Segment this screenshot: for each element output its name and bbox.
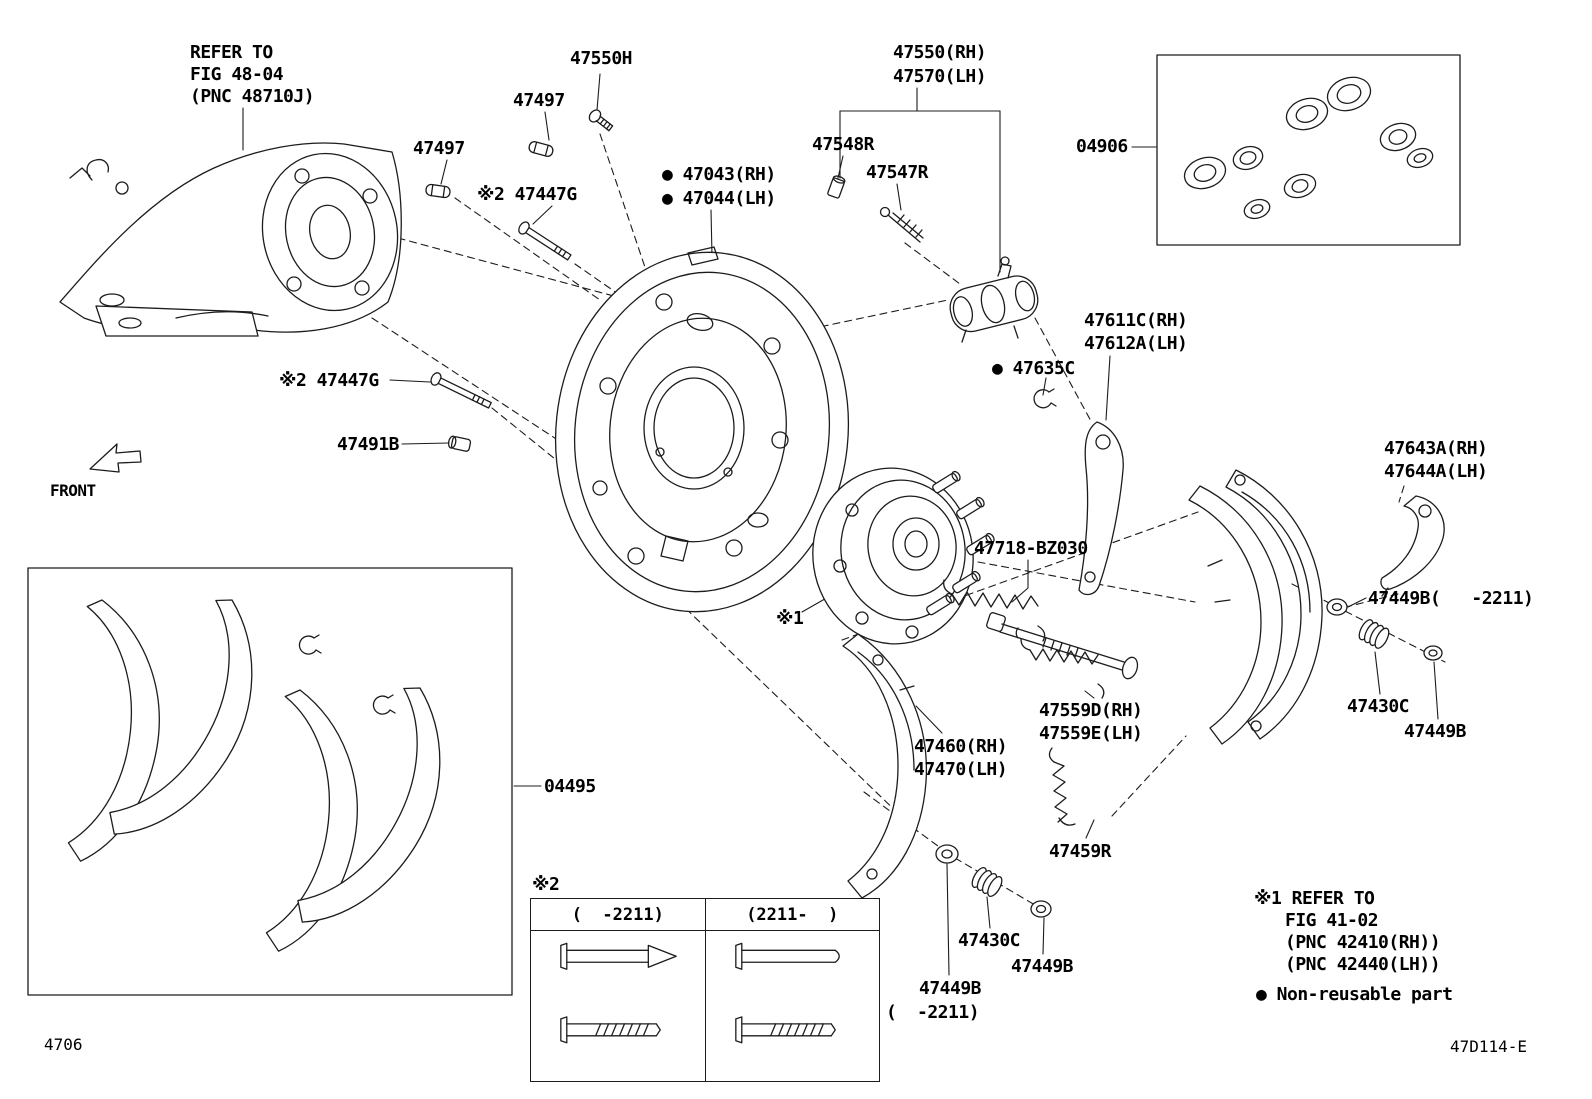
- bolt-variant-table: ( -2211) (2211- ): [530, 898, 880, 1082]
- bolt-table-body: [531, 931, 879, 1081]
- bolt-table-col-before: ( -2211): [531, 899, 706, 930]
- part-label-47497-upper: 47497: [513, 90, 565, 111]
- leader-lines: [242, 73, 1439, 976]
- clip-47635C: [1033, 388, 1057, 409]
- part-label-47644A: 47644A(LH): [1384, 461, 1488, 482]
- part-label-47559E: 47559E(LH): [1039, 723, 1143, 744]
- part-label-47449B-bottom-left: 47449B: [919, 978, 982, 999]
- lever-47643A: [1380, 495, 1445, 597]
- brake-shoes-right-drawing: [1188, 469, 1323, 745]
- bearing-kit-box-04906: [1156, 54, 1461, 246]
- spring-47430C-right: [1358, 619, 1390, 649]
- stud-47547R: [879, 206, 924, 243]
- washer-47449B-right-upper: [1326, 598, 1348, 616]
- part-label-47430C-bottom: 47430C: [958, 930, 1021, 951]
- spring-47559D-drawing: [1020, 638, 1105, 699]
- hub-bearing-drawing: [812, 467, 995, 645]
- spring-47718-drawing: [943, 579, 1046, 642]
- part-label-04906: 04906: [1076, 136, 1128, 157]
- part-label-47460: 47460(RH): [914, 736, 1008, 757]
- part-label-47643A: 47643A(RH): [1384, 438, 1488, 459]
- part-label-47449B-right-upper: 47449B( -2211): [1368, 588, 1534, 609]
- part-label-47611C: 47611C(RH): [1084, 310, 1188, 331]
- front-arrow-icon: [89, 443, 142, 473]
- bolt-47447G-upper: [518, 221, 572, 261]
- bolt-cell-before: [531, 931, 706, 1081]
- clip-47497-left: [425, 183, 451, 199]
- part-label-47043: ● 47043(RH): [662, 164, 776, 185]
- part-label-refer-fig41: ※1 REFER TO FIG 41-02 (PNC 42410(RH)) (P…: [1254, 888, 1441, 975]
- pin-47491B: [447, 435, 472, 452]
- axle-beam-drawing: [59, 142, 402, 337]
- wheel-cylinder-drawing: [949, 256, 1039, 343]
- part-label-drawing-code: 47D114-E: [1450, 1037, 1528, 1056]
- clip-47497-upper: [528, 141, 554, 157]
- part-label-47570: 47570(LH): [893, 66, 987, 87]
- lever-47611C: [1078, 421, 1124, 596]
- bolt-drawing-before-2211: [560, 942, 677, 1044]
- part-label-47459R: 47459R: [1049, 841, 1112, 862]
- part-label-47447G-mid: ※2 47447G: [279, 370, 379, 391]
- backing-plate-drawing: [554, 246, 850, 613]
- part-label-47044: ● 47044(LH): [662, 188, 776, 209]
- bolt-47447G-mid: [430, 372, 492, 409]
- part-label-47447G-upper: ※2 47447G: [477, 184, 577, 205]
- part-label-non-reusable-note: ● Non-reusable part: [1256, 984, 1453, 1005]
- part-label-47718-BZ030: 47718-BZ030: [974, 538, 1088, 559]
- part-label-47497-left: 47497: [413, 138, 465, 159]
- part-label-47559D: 47559D(RH): [1039, 700, 1143, 721]
- part-label-47635C: ● 47635C: [992, 358, 1075, 379]
- part-label-47449B-bottom-left-range: ( -2211): [886, 1002, 980, 1023]
- bleeder-47548R: [827, 175, 846, 199]
- washer-47449B-bottom-left: [935, 844, 959, 864]
- part-label-star2-table: ※2: [532, 874, 560, 895]
- part-label-star1-hub: ※1: [776, 608, 804, 629]
- part-label-47449B-right-lower: 47449B: [1404, 721, 1467, 742]
- adjuster-drawing: [986, 612, 1139, 680]
- part-label-47470: 47470(LH): [914, 759, 1008, 780]
- part-label-page-code: 4706: [44, 1035, 83, 1054]
- bolt-cell-after: [706, 931, 880, 1081]
- part-label-47449B-bottom-right: 47449B: [1011, 956, 1074, 977]
- part-label-47430C-right: 47430C: [1347, 696, 1410, 717]
- part-label-47550: 47550(RH): [893, 42, 987, 63]
- bolt-drawing-after-2211: [735, 942, 840, 1044]
- part-label-47548R: 47548R: [812, 134, 875, 155]
- shoe-kit-box-04495: [27, 567, 513, 996]
- part-label-47547R: 47547R: [866, 162, 929, 183]
- bolt-table-col-after: (2211- ): [746, 904, 839, 925]
- washer-47449B-bottom-right: [1030, 900, 1052, 918]
- spring-47459R-drawing: [1048, 747, 1076, 826]
- part-label-47550H: 47550H: [570, 48, 633, 69]
- screw-47550H: [588, 109, 614, 132]
- washer-47449B-right-lower: [1423, 645, 1443, 661]
- spring-47430C-bottom: [971, 867, 1003, 897]
- bolt-table-header: ( -2211) (2211- ): [531, 899, 879, 931]
- part-label-04495: 04495: [544, 776, 596, 797]
- part-label-47612A: 47612A(LH): [1084, 333, 1188, 354]
- part-label-front: FRONT: [50, 481, 96, 500]
- part-label-47491B: 47491B: [337, 434, 400, 455]
